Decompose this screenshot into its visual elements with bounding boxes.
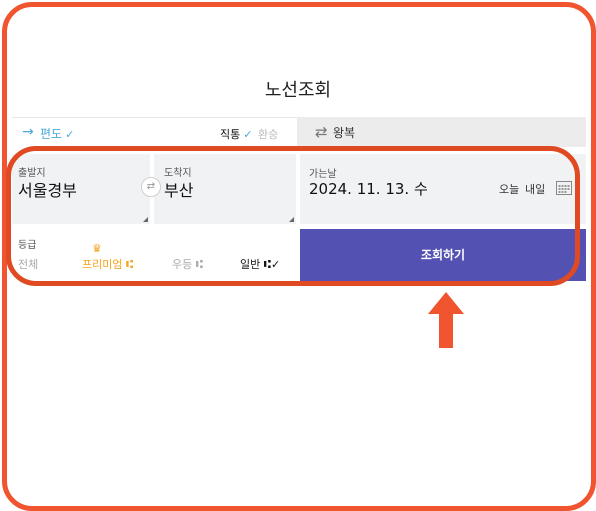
grade-option-premium[interactable]: 프리미엄 ⑆ [82, 256, 133, 272]
direct-label: 직통 [220, 128, 241, 141]
grade-option-superior-label: 우등 [172, 258, 193, 271]
tab-oneway-label: 편도 [40, 127, 63, 141]
arrival-label: 도착지 [164, 168, 192, 179]
arrival-value: 부산 [164, 181, 194, 200]
date-label: 가는날 [309, 169, 337, 180]
transfer-option[interactable]: 환승 [258, 128, 279, 141]
resize-corner-icon [289, 217, 294, 222]
date-field[interactable]: 가는날 2024. 11. 13. 수 [300, 154, 586, 224]
grade-option-normal[interactable]: 일반 ⑆✓ [240, 256, 280, 272]
swap-horizontal-icon: ⇄ [315, 123, 328, 141]
arrival-field[interactable]: 도착지 부산 [154, 154, 296, 224]
tab-roundtrip[interactable]: ⇄ 왕복 [297, 117, 586, 147]
departure-value: 서울경부 [18, 181, 77, 200]
crown-icon: ♛ [92, 242, 102, 255]
trip-type-tabs: → 편도✓ 직통✓ 환승 ⇄ 왕복 [12, 117, 586, 148]
resize-corner-icon [143, 217, 148, 222]
tab-roundtrip-label: 왕복 [333, 126, 356, 140]
direct-check-icon: ✓ [243, 128, 253, 141]
grade-option-premium-label: 프리미엄 [82, 258, 123, 271]
annotation-highlight-box [6, 146, 580, 286]
swap-vertical-icon[interactable]: ⇄ [141, 177, 161, 197]
tab-oneway[interactable]: → 편도✓ 직통✓ 환승 [12, 117, 297, 148]
grade-option-normal-check: ✓ [270, 258, 281, 271]
grade-option-normal-label: 일반 [240, 258, 261, 271]
today-button[interactable]: 오늘 [499, 183, 520, 196]
date-value: 2024. 11. 13. 수 [309, 180, 428, 198]
up-arrow-icon [428, 292, 464, 348]
calendar-icon[interactable] [556, 180, 572, 195]
grade-label: 등급 [18, 240, 37, 251]
direct-option[interactable]: 직통✓ [220, 126, 252, 142]
grade-option-superior[interactable]: 우등 ⑆ [172, 256, 203, 272]
arrow-right-icon: → [22, 124, 34, 140]
page-title: 노선조회 [264, 80, 332, 101]
check-icon: ✓ [65, 128, 75, 141]
seat-icon: ⑆ [125, 257, 134, 271]
seat-icon: ⑆ [195, 257, 203, 271]
seat-icon: ⑆ [263, 257, 271, 271]
search-button[interactable]: 조회하기 [300, 229, 586, 281]
tomorrow-button[interactable]: 내일 [525, 183, 546, 196]
